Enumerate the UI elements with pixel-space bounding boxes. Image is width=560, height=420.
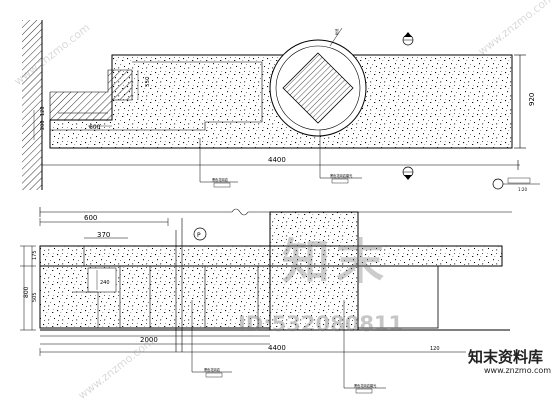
elev-dim-height-total: 800 (23, 286, 30, 298)
elev-dim-height-top: 175 (32, 250, 38, 260)
plan-dim-offset-a: 200 (40, 120, 46, 130)
logo-name: 知末资料库 (468, 348, 544, 366)
elev-base-right (357, 265, 439, 329)
plan-title-symbol: 1:20 (492, 177, 540, 192)
tree-grate (282, 52, 354, 124)
elev-callout-left: 黑色花岗岩 (204, 367, 221, 372)
plan-dim-height: 920 (528, 93, 536, 106)
section-marker-top (402, 32, 414, 46)
plan-view: 树池 4400 920 600 (22, 20, 540, 192)
elev-dim-inner-width: 370 (97, 231, 110, 239)
plan-callout-right: 黑色花岗岩磨光 (330, 173, 353, 178)
tree-pit-inner (275, 45, 361, 131)
plan-inner-outline (50, 61, 263, 131)
plan-callout-left: 黑色花岗岩 (212, 177, 229, 182)
section-marker-bottom (402, 166, 414, 180)
elev-dim-small-b: 120 (430, 346, 440, 352)
elev-dim-width: 4400 (268, 344, 286, 352)
plan-title-scale: 1:20 (518, 187, 527, 192)
plan-dim-width: 4400 (268, 156, 286, 164)
elev-dim-left-piece: 2000 (140, 336, 158, 344)
elev-dim-height-mid: 505 (32, 292, 38, 302)
elev-post (269, 211, 359, 331)
plan-dim-offset-b: 120 (40, 106, 46, 116)
tree-label: 树池 (334, 28, 339, 35)
elevation-view: 600 370 P 240 (20, 211, 513, 394)
logo-block: 知末资料库 www.znzmo.com (466, 344, 558, 378)
plan-dim-step-width: 600 (89, 124, 101, 131)
elev-dim-small-a: 240 (100, 280, 110, 286)
wall-hatch (22, 20, 42, 190)
elev-section-tag: P (193, 227, 207, 241)
tree-leader (329, 27, 343, 47)
elev-body-left (39, 265, 271, 329)
elev-callout-right: 黑色花岗岩磨光 (354, 383, 377, 388)
logo-url: www.znzmo.com (484, 366, 552, 375)
elev-dim-left-width: 600 (84, 214, 97, 222)
watermark-id: ID:532080811 (238, 312, 404, 336)
svg-text:P: P (197, 232, 201, 239)
plan-dim-step-height: 550 (145, 76, 151, 87)
watermark-brand: 知末 (282, 234, 391, 290)
